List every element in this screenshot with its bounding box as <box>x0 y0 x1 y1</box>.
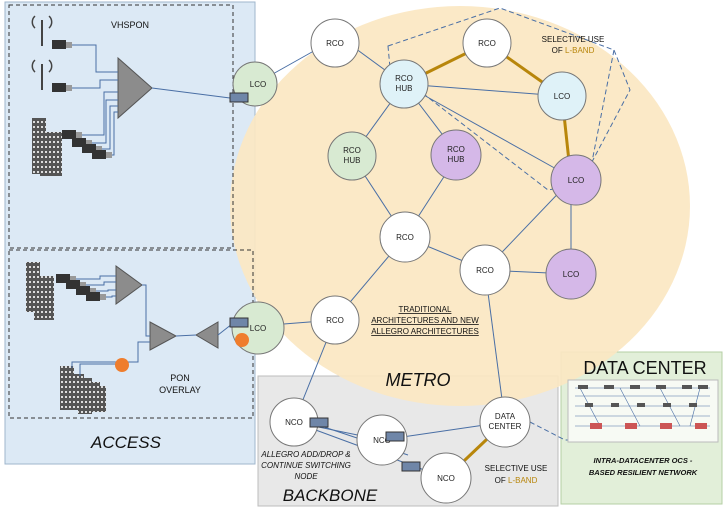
olt-device-icon <box>229 92 249 103</box>
allegro-line2: CONTINUE SWITCHING <box>261 461 351 470</box>
svg-text:HUB: HUB <box>396 84 413 93</box>
nco-node-bottom[interactable]: NCO <box>401 452 472 504</box>
onu-dot <box>115 358 129 372</box>
svg-text:HUB: HUB <box>344 156 361 165</box>
selective-top-line2: OF L-BAND <box>552 46 595 55</box>
building-icon <box>32 118 112 176</box>
svg-text:LCO: LCO <box>250 324 266 333</box>
intra-dc-line1: INTRA-DATACENTER OCS - <box>594 456 693 465</box>
building-icon <box>60 366 106 414</box>
svg-text:LCO: LCO <box>563 270 579 279</box>
selective-bottom-line1: SELECTIVE USE <box>485 464 548 473</box>
allegro-line3: NODE <box>294 472 318 481</box>
svg-text:RCO: RCO <box>395 74 413 83</box>
intra-dc-line2: BASED RESILIENT NETWORK <box>589 468 698 477</box>
svg-text:LCO: LCO <box>554 92 570 101</box>
metro-region <box>230 6 690 406</box>
rco-hub-node-green[interactable]: RCO HUB <box>327 131 377 181</box>
svg-text:LCO: LCO <box>568 176 584 185</box>
data-center-node[interactable]: DATA CENTER <box>479 396 531 448</box>
svg-text:RCO: RCO <box>478 39 496 48</box>
access-title: ACCESS <box>90 433 162 452</box>
svg-text:NCO: NCO <box>437 474 455 483</box>
olt-device-icon <box>229 317 249 328</box>
access-fibers-bottom <box>71 275 233 376</box>
svg-text:NCO: NCO <box>373 436 391 445</box>
svg-text:RCO: RCO <box>447 145 465 154</box>
rco-node-lower[interactable]: RCO <box>310 295 360 345</box>
traditional-line1: TRADITIONAL <box>399 305 452 314</box>
metro-title: METRO <box>386 370 451 390</box>
antenna-icon <box>31 59 72 92</box>
onu-dot <box>235 333 249 347</box>
svg-text:NCO: NCO <box>285 418 303 427</box>
rco-hub-node-purple[interactable]: RCO HUB <box>430 129 482 181</box>
selective-top-line1: SELECTIVE USE <box>542 35 605 44</box>
svg-text:RCO: RCO <box>326 316 344 325</box>
dc-network-drawing <box>567 379 719 443</box>
svg-text:RCO: RCO <box>343 146 361 155</box>
svg-text:RCO: RCO <box>326 39 344 48</box>
lco-node-cyan[interactable]: LCO <box>537 71 587 121</box>
allegro-line1: ALLEGRO ADD/DROP & <box>260 450 350 459</box>
pon-label: PON <box>170 373 190 383</box>
rco-node-top-left[interactable]: RCO <box>310 18 360 68</box>
svg-text:CENTER: CENTER <box>489 422 522 431</box>
nco-node-mid[interactable]: NCO <box>356 414 408 466</box>
lco-node-access-bottom[interactable]: LCO <box>229 301 285 355</box>
antenna-icon <box>31 15 72 49</box>
vhspon-box <box>8 4 234 249</box>
rco-node-mid-right[interactable]: RCO <box>459 244 511 296</box>
roadm-device-icon <box>385 431 405 442</box>
splitter-icon <box>117 56 153 120</box>
nco-node-left[interactable]: NCO <box>269 397 329 447</box>
splitter-icon <box>115 265 143 305</box>
svg-text:RCO: RCO <box>476 266 494 275</box>
svg-text:DATA: DATA <box>495 412 516 421</box>
building-icon <box>26 262 106 320</box>
data-center-title: DATA CENTER <box>583 358 706 378</box>
rco-node-center[interactable]: RCO <box>379 211 431 263</box>
backbone-title: BACKBONE <box>283 486 378 505</box>
svg-text:LCO: LCO <box>250 80 266 89</box>
lco-node-access-top[interactable]: LCO <box>229 61 278 107</box>
selective-bottom-line2: OF L-BAND <box>495 476 538 485</box>
svg-text:HUB: HUB <box>448 155 465 164</box>
svg-text:RCO: RCO <box>396 233 414 242</box>
rco-hub-node-top[interactable]: RCO HUB <box>379 59 429 109</box>
access-fibers-top <box>72 44 231 156</box>
lco-node-purple-right[interactable]: LCO <box>550 154 602 206</box>
overlay-label: OVERLAY <box>159 385 201 395</box>
pon-overlay-box <box>8 249 254 419</box>
traditional-line3: ALLEGRO ARCHITECTURES <box>371 327 479 336</box>
traditional-line2: ARCHITECTURES AND NEW <box>371 316 479 325</box>
rco-node-top-right[interactable]: RCO <box>462 18 512 68</box>
lco-node-purple-bottom[interactable]: LCO <box>545 248 597 300</box>
roadm-device-icon <box>401 461 421 472</box>
roadm-device-icon <box>309 417 329 428</box>
vhspon-label: VHSPON <box>111 20 149 30</box>
